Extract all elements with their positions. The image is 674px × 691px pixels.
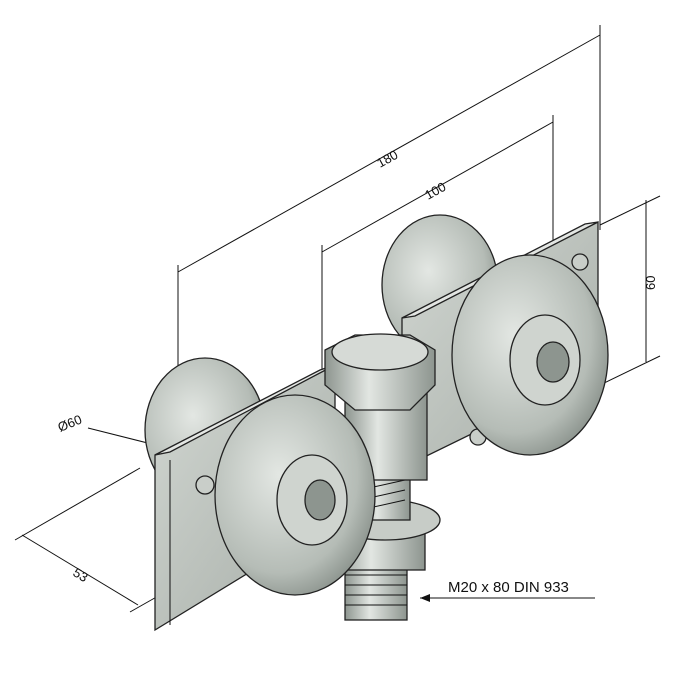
- bolt-callout: M20 x 80 DIN 933: [420, 579, 595, 602]
- wheel-front-left: [214, 394, 376, 596]
- dimension-label-53: 53: [70, 565, 90, 585]
- wheel-front-right: [451, 254, 609, 456]
- dimension-label-60: 60: [643, 276, 658, 290]
- dimension-60: 60: [599, 195, 661, 386]
- dimension-label-180: 180: [374, 147, 400, 171]
- dimension-53: 53: [14, 467, 161, 613]
- dimension-label-diameter: Ø60: [56, 412, 84, 435]
- bolt-spec-label: M20 x 80 DIN 933: [448, 579, 569, 596]
